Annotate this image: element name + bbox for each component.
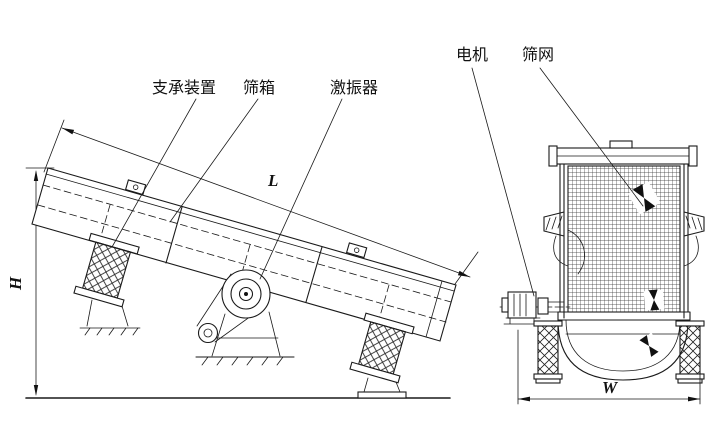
exciter-mid-circle — [230, 278, 262, 310]
dim-L: L — [43, 119, 479, 292]
spring-pedestal — [79, 299, 141, 329]
screen-deck-line-1 — [42, 184, 452, 303]
ground-hatch-left — [84, 327, 139, 336]
label-screen-mesh: 筛网 — [522, 45, 554, 64]
exciter-assembly — [195, 269, 295, 366]
body-trough — [557, 311, 691, 381]
cut-mark-icon — [633, 330, 665, 362]
dim-h-label: H — [6, 276, 25, 291]
lug-hole-icon — [353, 247, 360, 253]
wing-left — [543, 211, 569, 267]
dim-w-label: W — [602, 378, 619, 397]
end-view: W 电机 筛网 — [456, 45, 705, 405]
motor-fins — [513, 293, 527, 317]
screen-box-divisions — [165, 206, 323, 303]
screen-box-end-plate — [425, 280, 443, 338]
leader-screen-box — [169, 98, 259, 223]
leader-screen-mesh — [539, 67, 644, 207]
side-plates — [559, 163, 689, 319]
drive-pulley-hub — [203, 328, 213, 338]
screen-mesh-panel — [567, 165, 681, 313]
lug-hole-icon — [132, 184, 139, 190]
motor-assembly — [499, 291, 571, 325]
ground-hatch-exciter — [201, 356, 284, 366]
screen-box-top-rail — [45, 173, 455, 292]
end-spring-left — [533, 320, 563, 384]
trough-inner-curve — [565, 319, 681, 372]
label-screen-box: 筛箱 — [243, 78, 275, 97]
exciter-axis-dot — [244, 292, 248, 296]
label-exciter: 激振器 — [330, 79, 378, 97]
beam-end-cap-left — [548, 145, 558, 167]
dim-w-arrow-left — [518, 396, 530, 402]
label-motor: 电机 — [456, 46, 488, 64]
drive-pulley — [197, 322, 219, 344]
motor-shaft — [547, 301, 565, 313]
dim-l-line — [61, 127, 471, 278]
exciter-stand — [211, 311, 281, 357]
spring-base-plate — [357, 391, 407, 399]
leader-exciter — [259, 98, 343, 280]
motor-end-cap — [501, 297, 509, 313]
screen-deck-line-2 — [37, 204, 447, 323]
beam-end-cap-right — [688, 145, 698, 167]
spring-bottom-plate — [73, 285, 125, 308]
motor-coupling — [537, 297, 549, 315]
lifting-lug-right — [345, 242, 368, 259]
side-view: H L — [6, 78, 479, 399]
spring-pedestal — [363, 377, 401, 393]
screen-box-outline — [31, 167, 457, 342]
dim-h-arrow-top — [33, 170, 39, 181]
right-spring-assembly — [349, 312, 415, 399]
dim-w-extensions — [517, 329, 701, 405]
dim-l-arrow-right — [457, 270, 470, 277]
hanger-hook-right — [683, 235, 699, 267]
feed-curve — [567, 229, 585, 275]
exciter-hub-circle — [238, 286, 254, 302]
dim-l-label: L — [267, 171, 278, 190]
dim-h-arrow-bottom — [33, 385, 39, 396]
dim-l-extension-left — [43, 119, 65, 173]
leader-motor — [471, 67, 535, 297]
leader-support-device — [111, 98, 197, 248]
beam-center-boss — [609, 140, 633, 149]
dim-w-arrow-right — [688, 396, 700, 402]
wing-right — [683, 211, 705, 267]
motor-body — [507, 291, 537, 319]
label-support-device: 支承装置 — [152, 79, 216, 97]
top-beam — [548, 140, 698, 167]
left-spring-assembly — [73, 232, 141, 336]
dim-W: W — [517, 329, 701, 405]
motor-base — [503, 317, 543, 325]
dim-l-arrow-left — [62, 128, 75, 135]
hanger-hook-left — [553, 235, 569, 267]
spring-bottom-plate — [349, 361, 401, 384]
